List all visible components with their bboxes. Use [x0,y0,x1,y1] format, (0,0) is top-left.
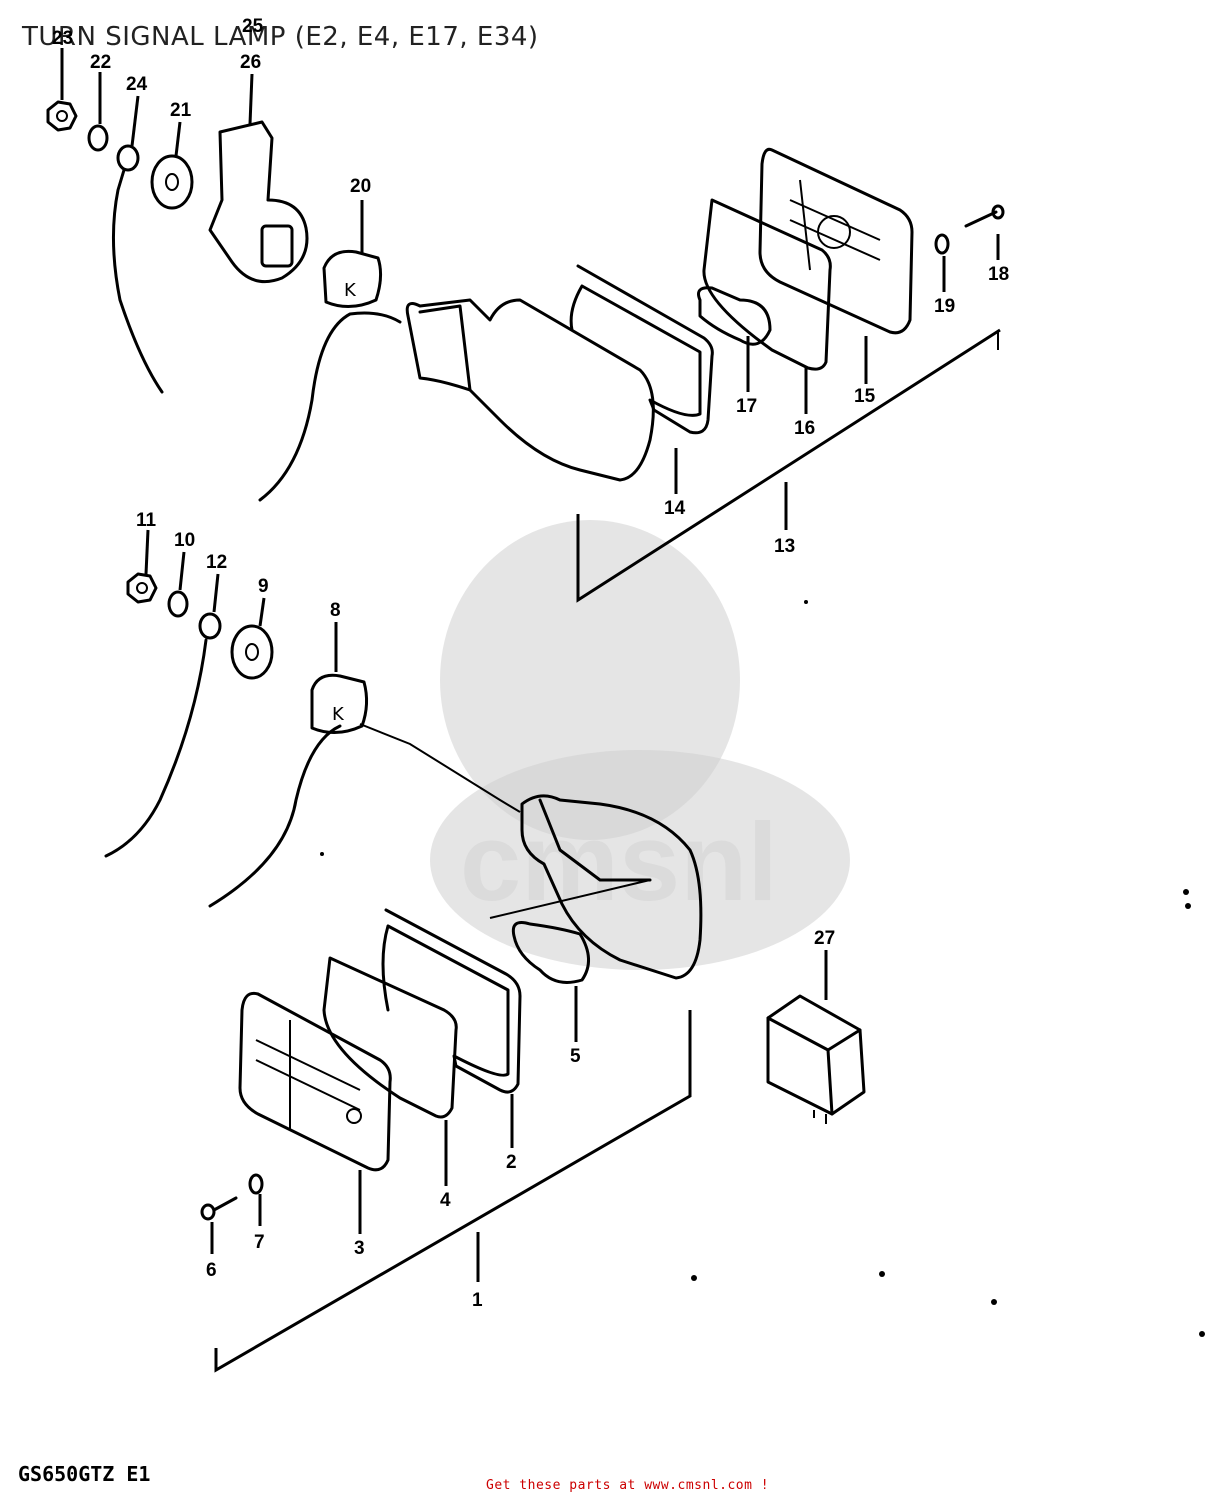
part-8-grommet[interactable]: K [310,673,369,734]
part-18-screw[interactable] [964,204,1005,228]
callout-18: 18 [988,264,1009,285]
part-6-screw[interactable] [200,1196,238,1221]
part-3-lens[interactable] [238,991,392,1172]
callout-2: 2 [506,1152,517,1173]
callout-17: 17 [736,396,757,417]
callout-25: 25 [242,16,264,37]
part-25-26-bracket[interactable] [208,120,309,283]
callout-8: 8 [330,600,341,621]
watermark: cmsnl [430,520,850,970]
part-7-washer[interactable] [248,1173,264,1195]
callout-14: 14 [664,498,686,519]
svg-text:K: K [344,280,357,301]
callout-4: 4 [440,1190,451,1211]
part-27-flasher-relay[interactable] [766,994,866,1124]
part-15-lens[interactable] [758,147,914,335]
part-19-washer[interactable] [934,233,950,255]
callout-7: 7 [254,1232,265,1253]
part-24-ground-wire[interactable] [111,144,164,394]
callout-24: 24 [126,74,148,95]
part-14-gasket[interactable] [569,264,714,435]
callout-5: 5 [570,1046,581,1067]
callout-16: 16 [794,418,815,439]
callout-15: 15 [854,386,876,407]
diagram-title: TURN SIGNAL LAMP (E2, E4, E17, E34) [22,22,539,52]
part-16-lens-gasket[interactable] [702,198,832,371]
leader-lines [60,48,1001,1373]
callout-12: 12 [206,552,227,573]
part-12-ground-wire[interactable] [104,612,222,858]
part-1-lamp-housing[interactable] [489,794,703,980]
callout-21: 21 [170,100,192,121]
callout-27: 27 [814,928,835,949]
lower-housing-wire [208,723,521,908]
part-21-washer[interactable] [150,154,194,210]
scan-specks [320,600,1205,1337]
part-17-bulb[interactable] [697,286,772,346]
callout-6: 6 [206,1260,217,1281]
model-code: GS650GTZ E1 [18,1462,151,1486]
callout-11: 11 [136,510,157,531]
callout-26: 26 [240,52,261,73]
callout-9: 9 [258,576,269,597]
part-10-lock-washer[interactable] [167,590,189,618]
part-13-lamp-housing[interactable] [258,298,655,502]
part-23-nut[interactable] [46,100,78,132]
part-5-bulb[interactable] [511,921,590,984]
callout-19: 19 [934,296,955,317]
callout-labels: 23 22 24 21 25 26 20 18 19 15 16 17 14 1… [52,16,1009,1311]
callout-23: 23 [52,28,73,49]
svg-text:K: K [332,704,345,725]
callout-10: 10 [174,530,195,551]
callout-1: 1 [472,1290,483,1311]
part-9-washer[interactable] [230,624,274,680]
footer-link[interactable]: Get these parts at www.cmsnl.com ! [486,1478,770,1493]
callout-3: 3 [354,1238,365,1259]
part-4-lens-gasket[interactable] [322,956,458,1119]
watermark-text: cmsnl [460,801,778,924]
part-20-grommet[interactable]: K [322,249,383,308]
callout-22: 22 [90,52,111,73]
part-11-nut[interactable] [126,572,158,604]
callout-20: 20 [350,176,371,197]
part-22-lock-washer[interactable] [87,124,109,152]
callout-13: 13 [774,536,795,557]
